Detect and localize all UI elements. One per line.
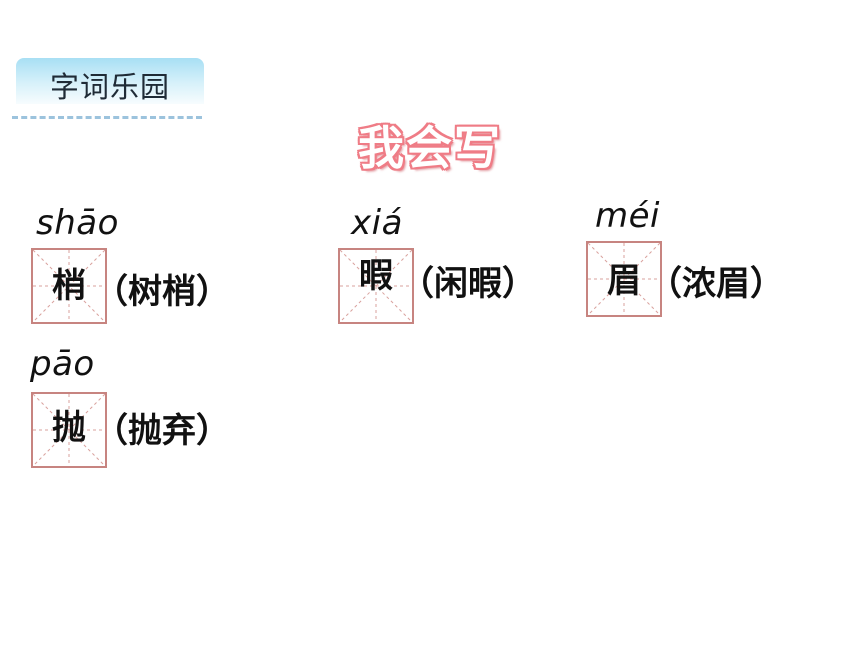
grid-character: 抛 [52, 408, 86, 448]
pinyin-label: méi [595, 196, 660, 236]
writing-grid-box: 眉 [586, 241, 662, 317]
pinyin-label: shāo [36, 203, 119, 243]
grid-guide-lines [340, 250, 412, 322]
pinyin-label: xiá [351, 203, 403, 243]
writing-grid-box: 抛 [31, 392, 107, 468]
example-word: （闲暇） [400, 264, 536, 304]
grid-guide-lines [588, 243, 660, 315]
grid-character: 梢 [52, 266, 86, 306]
writing-grid-box: 梢 [31, 248, 107, 324]
section-tab: 字词乐园 [16, 58, 204, 104]
grid-character: 眉 [607, 261, 641, 301]
example-word: （抛弃） [94, 411, 230, 451]
section-tab-label: 字词乐园 [49, 70, 170, 104]
writing-grid-box: 暇 [338, 248, 414, 324]
example-word: （树梢） [94, 272, 230, 312]
example-word: （浓眉） [648, 264, 784, 304]
grid-guide-lines [33, 394, 105, 466]
section-divider [12, 116, 202, 119]
pinyin-label: pāo [30, 344, 95, 384]
grid-character: 暇 [359, 256, 393, 296]
page-heading: 我会写 [358, 121, 502, 175]
grid-guide-lines [33, 250, 105, 322]
